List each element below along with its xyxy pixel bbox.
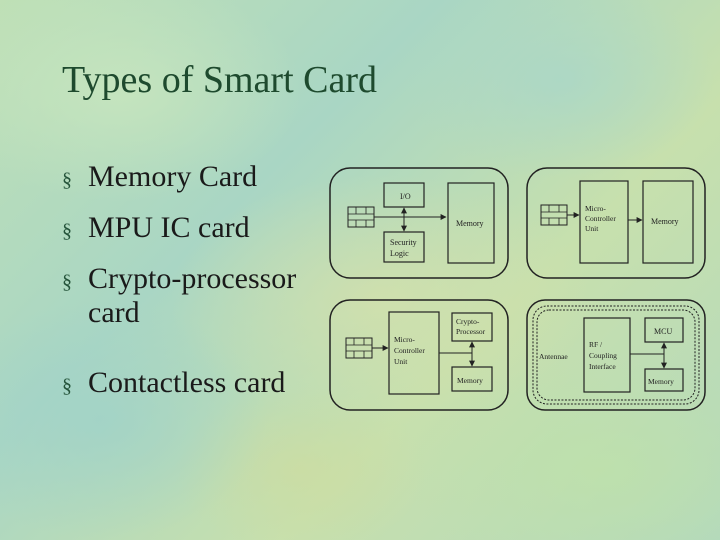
- antenna-coil: [536, 309, 696, 401]
- mcu-label-line2: Controller: [585, 214, 616, 223]
- mcu-box: [579, 180, 629, 264]
- memory-box: [642, 180, 694, 264]
- crypto-processor-box: [451, 312, 493, 342]
- memory-label: Memory: [648, 377, 674, 386]
- bullet-mark: §: [62, 220, 72, 242]
- security-logic-box: [383, 231, 425, 263]
- bullet-text: Memory Card: [88, 160, 258, 193]
- bullet-text: Crypto-processor card: [88, 262, 297, 329]
- mcu-box: [644, 317, 684, 343]
- bullet-text: MPU IC card: [88, 211, 250, 244]
- card-outline: [526, 299, 706, 411]
- memory-box: [451, 366, 493, 392]
- rf-label-line1: RF /: [589, 340, 603, 349]
- card-outline: [526, 167, 706, 279]
- security-logic-label-line2: Logic: [390, 249, 409, 258]
- slide-title: Types of Smart Card: [62, 59, 378, 101]
- crypto-card-diagram: Micro- Controller Unit Crypto- Processor…: [329, 299, 509, 411]
- chip-contact-icon: [345, 337, 373, 359]
- memory-label: Memory: [457, 376, 483, 385]
- mcu-label-line3: Unit: [394, 357, 408, 366]
- memory-box: [447, 182, 495, 264]
- chip-contact-icon: [347, 206, 375, 228]
- memory-box: [644, 368, 684, 392]
- mpu-card-diagram: Micro- Controller Unit Memory: [526, 167, 706, 279]
- memory-card-diagram: I/O Memory Security Logic: [329, 167, 509, 279]
- io-label: I/O: [400, 192, 411, 201]
- bullet-mark: §: [62, 271, 72, 293]
- bullet-text: Contactless card: [88, 366, 286, 399]
- rf-interface-box: [583, 317, 631, 393]
- mcu-label-line1: Micro-: [585, 204, 606, 213]
- mcu-label: MCU: [654, 327, 672, 336]
- mcu-label-line2: Controller: [394, 346, 425, 355]
- bullet-mark: §: [62, 169, 72, 191]
- mcu-label-line1: Micro-: [394, 335, 415, 344]
- card-outline: [329, 299, 509, 411]
- security-logic-label-line1: Security: [390, 238, 417, 247]
- contactless-card-diagram: Antennae RF / Coupling Interface MCU Mem…: [526, 299, 706, 411]
- rf-label-line3: Interface: [589, 362, 616, 371]
- crypto-label-line1: Crypto-: [456, 317, 480, 326]
- antennae-label: Antennae: [539, 352, 568, 361]
- memory-label: Memory: [456, 219, 484, 228]
- rf-label-line2: Coupling: [589, 351, 617, 360]
- memory-label: Memory: [651, 217, 679, 226]
- chip-contact-icon: [540, 204, 568, 226]
- io-box: [383, 182, 425, 208]
- mcu-label-line3: Unit: [585, 224, 599, 233]
- crypto-label-line2: Processor: [456, 327, 486, 336]
- bullet-mark: §: [62, 375, 72, 397]
- card-outline: [329, 167, 509, 279]
